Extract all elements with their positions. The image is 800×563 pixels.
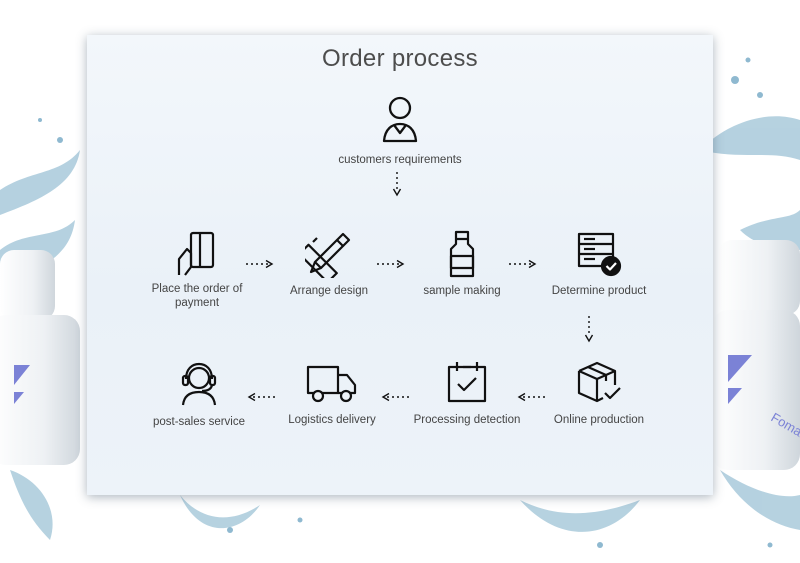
arrow-right-1 — [246, 259, 274, 269]
order-process-panel: Order process customers requirements Pla… — [87, 35, 713, 495]
step-determine-product: Determine product — [537, 230, 661, 298]
customer-icon — [382, 96, 418, 143]
step-label: Processing detection — [413, 414, 521, 426]
step-label: post-sales service — [152, 416, 246, 428]
page-title: Order process — [322, 45, 478, 72]
arrow-left-1 — [517, 392, 545, 402]
step-online-production: Online production — [543, 359, 655, 427]
step-label: Place the order of payment — [151, 283, 243, 309]
product-list-check-icon — [577, 232, 622, 277]
step-customers-requirements: customers requirements — [305, 95, 495, 167]
step-sample-making: sample making — [408, 230, 516, 298]
box-check-icon — [577, 361, 621, 403]
arrow-right-2 — [377, 259, 405, 269]
clipboard-check-icon — [447, 362, 487, 403]
step-label: Online production — [553, 414, 645, 426]
arrow-down-1 — [392, 172, 402, 197]
step-place-order-payment: Place the order of payment — [147, 229, 247, 310]
headset-agent-icon — [181, 362, 217, 406]
bottle-icon — [449, 230, 475, 278]
arrow-down-2 — [584, 316, 594, 343]
step-label: Logistics delivery — [288, 414, 376, 426]
step-label: Arrange design — [290, 285, 368, 297]
arrow-left-2 — [381, 392, 409, 402]
step-processing-detection: Processing detection — [405, 359, 529, 427]
step-label: customers requirements — [338, 154, 462, 166]
design-tools-icon — [305, 232, 351, 278]
step-label: sample making — [423, 285, 501, 297]
step-arrange-design: Arrange design — [274, 230, 384, 298]
arrow-right-3 — [509, 259, 537, 269]
step-logistics-delivery: Logistics delivery — [277, 363, 387, 427]
payment-card-icon — [177, 231, 215, 276]
step-post-sales-service: post-sales service — [143, 361, 255, 429]
delivery-truck-icon — [306, 365, 357, 403]
step-label: Determine product — [551, 285, 647, 297]
arrow-left-3 — [247, 392, 275, 402]
